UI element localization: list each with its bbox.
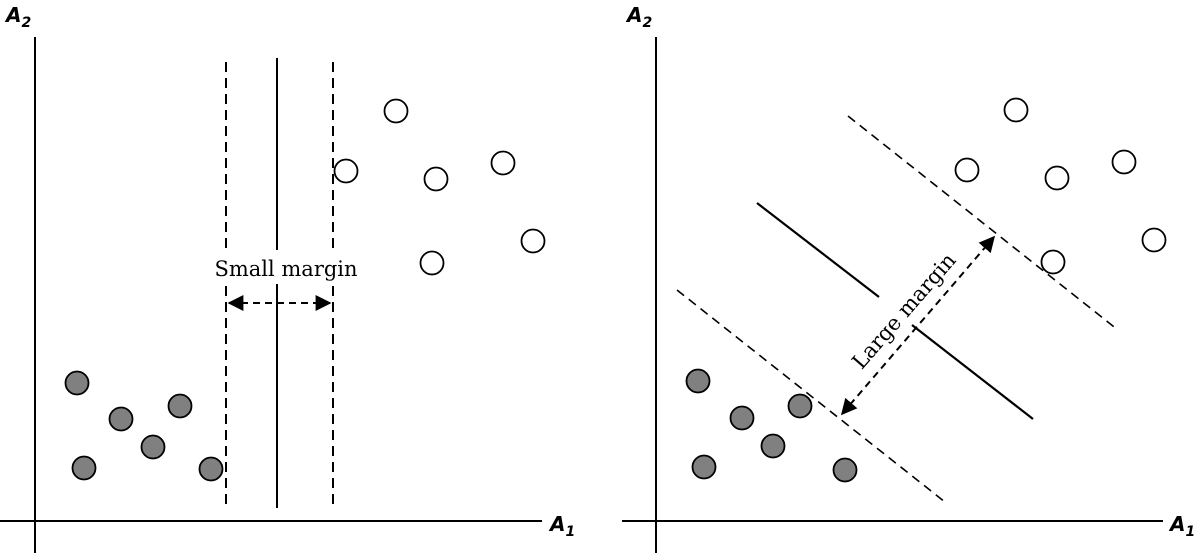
left-panel: A2 A1 Small margin: [0, 3, 575, 553]
left-x-axis-label: A1: [548, 512, 575, 540]
open-point: [423, 166, 449, 192]
open-point: [1040, 249, 1066, 275]
open-point: [383, 98, 409, 124]
left-y-axis-label: A2: [4, 3, 31, 31]
filled-point: [832, 457, 858, 483]
open-point: [419, 250, 445, 276]
right-open-points: [954, 97, 1167, 275]
open-point: [520, 228, 546, 254]
filled-point: [71, 455, 97, 481]
left-filled-points: [64, 370, 224, 482]
left-open-points: [333, 98, 546, 276]
open-point: [1141, 227, 1167, 253]
open-point: [1044, 165, 1070, 191]
right-decision-boundary: [911, 324, 1034, 420]
right-x-axis-label: A1: [1168, 512, 1195, 540]
right-margin-line-high: [847, 115, 1119, 331]
left-margin-label: Small margin: [214, 257, 357, 281]
open-point: [1003, 97, 1029, 123]
open-point: [954, 157, 980, 183]
open-point: [333, 158, 359, 184]
open-point: [490, 150, 516, 176]
right-filled-points: [685, 368, 858, 483]
filled-point: [167, 393, 193, 419]
filled-point: [787, 393, 813, 419]
filled-point: [108, 406, 134, 432]
right-margin-label-bg: [851, 253, 956, 367]
right-margin-label: Large margin: [847, 248, 960, 373]
right-decision-boundary: [756, 202, 880, 298]
filled-point: [140, 434, 166, 460]
right-margin-arrow: [840, 235, 996, 416]
filled-point: [729, 405, 755, 431]
right-margin-line-low: [676, 289, 946, 503]
open-point: [1111, 149, 1137, 175]
filled-point: [64, 370, 90, 396]
left-margin-label-bg: [206, 250, 362, 284]
right-y-axis-label: A2: [625, 3, 652, 31]
filled-point: [685, 368, 711, 394]
right-panel: A2 A1 Large margin: [622, 3, 1195, 553]
filled-point: [760, 433, 786, 459]
filled-point: [691, 454, 717, 480]
filled-point: [198, 456, 224, 482]
